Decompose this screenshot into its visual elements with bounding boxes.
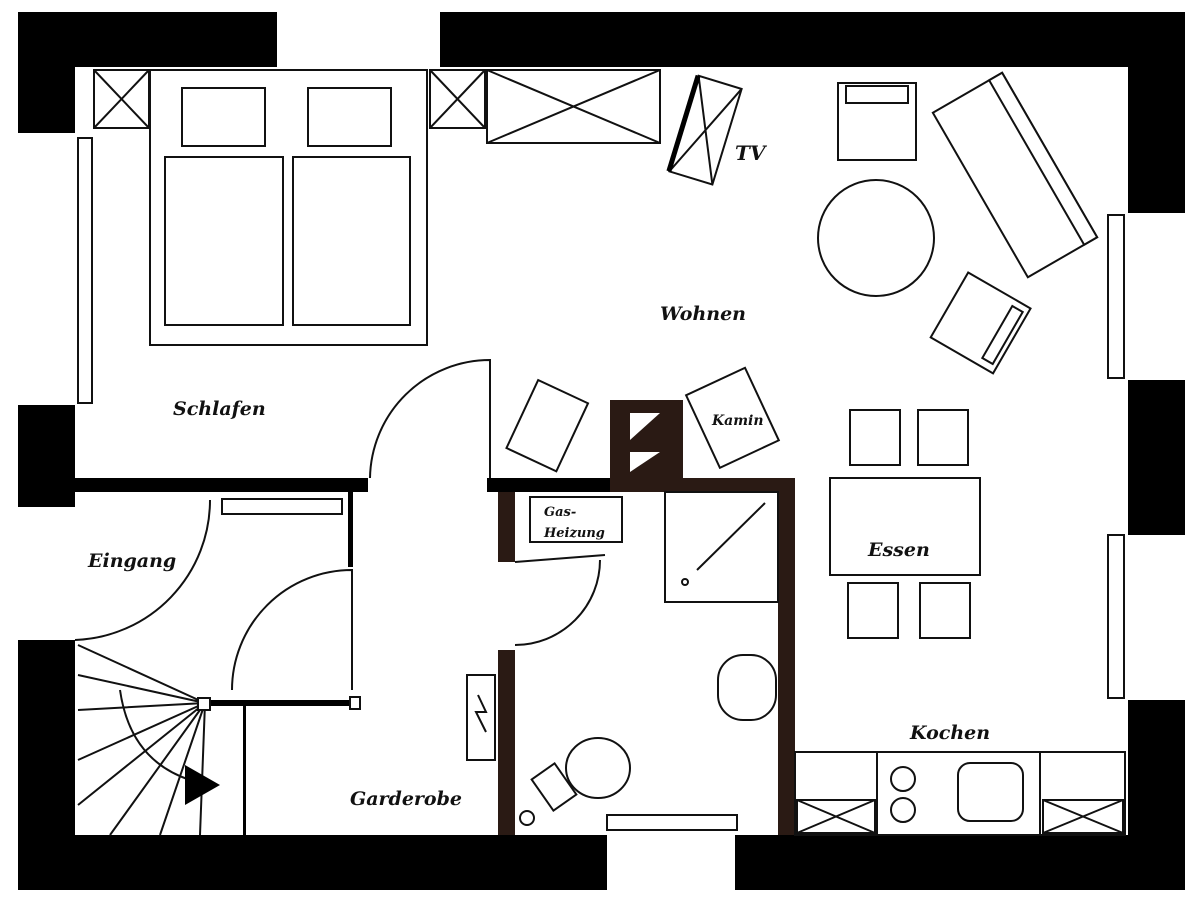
dining-table <box>829 477 981 576</box>
kitchen-sink <box>957 762 1024 822</box>
floor-drain <box>519 810 535 826</box>
door-bathroom <box>514 554 606 646</box>
door-bedroom <box>369 358 491 479</box>
window-right-living <box>1128 213 1185 380</box>
label-entrance: Eingang <box>87 550 176 572</box>
label-dining: Essen <box>867 539 930 561</box>
fireplace <box>684 366 781 470</box>
label-bedroom: Schlafen <box>173 398 266 420</box>
window-top <box>277 12 440 67</box>
door-post <box>349 696 361 710</box>
armchair-right <box>929 271 1032 375</box>
radiator-dining <box>1107 534 1125 699</box>
window-left-bedroom <box>18 133 75 405</box>
window-bottom-bath <box>607 835 735 890</box>
stove <box>890 766 916 823</box>
armchair-left <box>505 378 590 473</box>
dining-chairs <box>847 409 971 639</box>
door-entrance <box>74 499 211 641</box>
coffee-table <box>817 179 935 297</box>
label-fireplace: Kamin <box>711 413 764 429</box>
sofa <box>931 71 1099 279</box>
label-wardrobe: Garderobe <box>350 788 462 810</box>
shower <box>664 491 779 603</box>
svg-text:Heizung: Heizung <box>543 526 605 541</box>
door-wardrobe <box>231 568 353 691</box>
radiator-bathroom <box>606 814 738 831</box>
nightstand-left <box>93 69 150 129</box>
gas-heating: Gas- Heizung <box>529 496 623 543</box>
radiator-living <box>1107 214 1125 379</box>
window-right-dining <box>1128 535 1185 700</box>
window-left-entrance <box>18 507 75 640</box>
double-bed <box>149 69 428 346</box>
label-kitchen: Kochen <box>909 722 990 744</box>
wardrobe-cabinet <box>486 69 661 144</box>
interior-walls <box>75 478 795 835</box>
tv-cabinet <box>666 74 743 186</box>
toilet <box>565 737 631 799</box>
electric-panel <box>466 674 496 761</box>
staircase <box>77 644 220 836</box>
chimney <box>610 400 683 492</box>
radiator-bedroom <box>77 137 93 404</box>
washbasin <box>717 654 777 721</box>
svg-text:Gas-: Gas- <box>544 505 576 520</box>
armchair-top <box>837 82 917 161</box>
nightstand-right <box>429 69 486 129</box>
label-living: Wohnen <box>660 303 746 325</box>
radiator-wardrobe <box>221 498 343 515</box>
toilet-tank <box>530 762 578 812</box>
label-tv: TV <box>735 141 768 165</box>
